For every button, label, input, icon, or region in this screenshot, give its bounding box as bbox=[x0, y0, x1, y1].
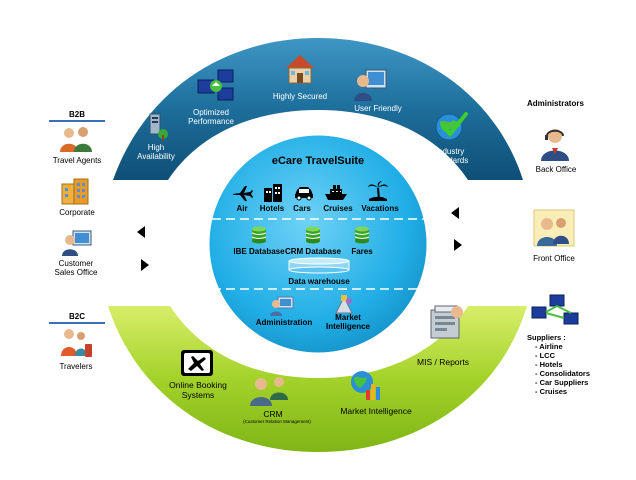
bottom-label-crm: CRM bbox=[263, 409, 283, 419]
suppliers-network-icon bbox=[531, 294, 579, 325]
travel-agents-icon bbox=[60, 127, 92, 152]
b2c-header: B2C bbox=[69, 312, 86, 321]
customer-sales-office-icon bbox=[62, 230, 92, 256]
right-label-front-office: Front Office bbox=[533, 254, 575, 263]
right-label-back-office: Back Office bbox=[535, 165, 577, 174]
database-icon bbox=[305, 226, 321, 244]
b2c-underline bbox=[49, 322, 105, 324]
database-label-fares: Fares bbox=[351, 247, 373, 256]
b2b-underline bbox=[49, 120, 105, 122]
bottom-label-online-booking: Online Booking Systems bbox=[169, 380, 227, 400]
administrators-header: Administrators bbox=[527, 99, 584, 108]
top-label-highly-secured: Highly Secured bbox=[272, 92, 328, 101]
left-label-corporate: Corporate bbox=[59, 208, 95, 217]
b2b-header: B2B bbox=[69, 110, 86, 119]
user-friendly-icon bbox=[354, 69, 387, 101]
bottom-arc-band bbox=[108, 306, 527, 452]
bottom-label-crm-sub: (Customer Relation Management) bbox=[243, 419, 311, 424]
front-office-users-icon bbox=[533, 209, 575, 247]
administration-user-icon bbox=[270, 296, 294, 316]
suppliers-list: Suppliers : - Airline - LCC - Hotels - C… bbox=[527, 333, 590, 396]
left-label-travel-agents: Travel Agents bbox=[52, 156, 102, 165]
arrow-right-icon bbox=[141, 259, 149, 271]
supplier-item: - Airline bbox=[535, 342, 563, 351]
data-warehouse-icon bbox=[288, 257, 350, 274]
crm-users-icon bbox=[250, 377, 288, 406]
database-label-ibe: IBE Database bbox=[233, 247, 285, 256]
market-intelligence-icon bbox=[335, 295, 353, 314]
database-label-crm: CRM Database bbox=[284, 247, 341, 256]
arrow-right-icon bbox=[454, 239, 462, 251]
top-label-industry-standards: Industry Standards bbox=[431, 147, 469, 165]
left-label-travelers: Travelers bbox=[59, 362, 93, 371]
supplier-item: - Hotels bbox=[535, 360, 563, 369]
corporate-building-icon bbox=[61, 178, 89, 205]
bottom-label-market-intelligence: Market Intelligence bbox=[340, 406, 412, 416]
product-label-cars: Cars bbox=[293, 204, 311, 213]
suppliers-title: Suppliers : bbox=[527, 333, 566, 342]
center-title: eCare TravelSuite bbox=[271, 155, 365, 167]
supplier-item: - Consolidators bbox=[535, 369, 591, 378]
hotel-building-icon bbox=[264, 184, 282, 202]
monitors-performance-icon bbox=[197, 69, 234, 101]
top-label-user-friendly: User Friendly bbox=[354, 104, 402, 113]
globe-check-icon bbox=[435, 112, 468, 141]
product-label-hotels: Hotels bbox=[259, 204, 285, 213]
database-icon bbox=[354, 226, 370, 244]
back-office-user-icon bbox=[541, 129, 569, 161]
arrow-left-icon bbox=[451, 207, 459, 219]
database-icon bbox=[251, 226, 267, 244]
travelers-icon bbox=[61, 329, 92, 357]
mis-reports-icon bbox=[430, 305, 463, 339]
product-label-cruises: Cruises bbox=[323, 204, 353, 213]
secured-house-icon bbox=[286, 55, 314, 84]
left-label-customer-sales-office: Customer Sales Office bbox=[54, 259, 98, 277]
cruise-ship-icon bbox=[325, 185, 347, 200]
supplier-item: - Car Suppliers bbox=[535, 378, 589, 387]
supplier-item: - Cruises bbox=[535, 387, 568, 396]
tool-label-administration: Administration bbox=[255, 318, 313, 327]
arrow-left-icon bbox=[137, 226, 145, 238]
product-label-air: Air bbox=[236, 204, 248, 213]
center-circle bbox=[206, 132, 430, 356]
tool-label-market-intelligence: Market Intelligence bbox=[325, 313, 370, 331]
online-booking-icon bbox=[181, 350, 213, 376]
top-arc-band bbox=[113, 38, 523, 180]
market-chart-globe-icon bbox=[351, 371, 380, 400]
top-label-optimized-performance: Optimized Performance bbox=[188, 108, 234, 126]
car-icon bbox=[295, 187, 313, 201]
product-label-vacations: Vacations bbox=[361, 204, 399, 213]
data-warehouse-label: Data warehouse bbox=[288, 277, 350, 286]
palm-tree-icon bbox=[368, 181, 388, 201]
airplane-icon bbox=[233, 186, 253, 201]
bottom-label-mis-reports: MIS / Reports bbox=[417, 357, 469, 367]
top-label-high-availability: High Availability bbox=[137, 143, 175, 161]
server-tree-icon bbox=[149, 113, 168, 141]
supplier-item: - LCC bbox=[535, 351, 555, 360]
